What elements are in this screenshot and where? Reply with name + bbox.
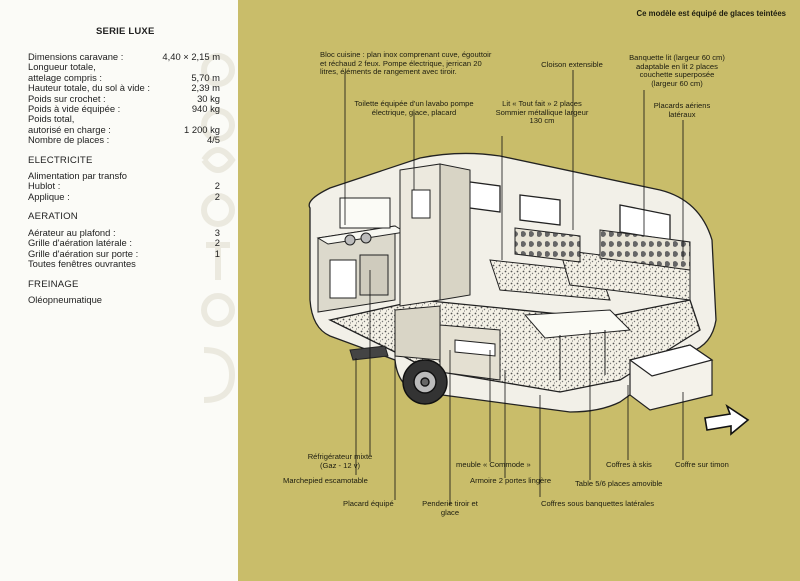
spec-label: Aérateur au plafond : — [28, 227, 116, 238]
spec-label: Hauteur totale, du sol à vide : — [28, 82, 150, 94]
spec-title: SERIE LUXE — [96, 26, 155, 37]
spec-value: 1 200 kg — [184, 123, 220, 135]
callout-penderie: Penderie tiroir et glace — [422, 499, 478, 517]
callout-cloison: Cloison extensible — [541, 60, 603, 69]
spec-row: Aérateur au plafond : 3 — [28, 227, 220, 238]
spec-row: Longueur totale, — [28, 61, 220, 73]
callout-armoire: Armoire 2 portes lingère — [470, 476, 552, 485]
spec-row: Toutes fenêtres ouvrantes — [28, 258, 220, 270]
spec-row: Hauteur totale, du sol à vide : 2,39 m — [28, 82, 220, 94]
spec-row: Oléopneumatique — [28, 294, 220, 305]
wheel — [402, 359, 448, 405]
spec-row: Grille d'aération sur porte : 1 — [28, 247, 220, 259]
spec-label: Applique : — [28, 190, 70, 202]
callout-coffres-banquettes: Coffres sous banquettes latérales — [541, 499, 654, 508]
commode-cabinets — [394, 305, 501, 381]
spec-value: 4,40 × 2,15 m — [162, 51, 220, 62]
spec-panel: SERIE LUXE Dimensions caravane : 4,40 × 2… — [0, 0, 238, 581]
spec-label: Poids sur crochet : — [28, 92, 106, 104]
spec-row: Poids total, — [28, 113, 220, 125]
step — [349, 345, 389, 361]
table — [523, 309, 632, 380]
drawbar-coffer — [628, 344, 714, 411]
spec-value: 2,39 m — [191, 82, 220, 94]
spec-label: Oléopneumatique — [28, 294, 103, 305]
freinage-title: FREINAGE — [28, 279, 79, 290]
spec-row: Grille d'aération latérale : 2 — [28, 237, 220, 249]
spec-label: Grille d'aération latérale : — [28, 237, 132, 249]
spec-row: Dimensions caravane : 4,40 × 2,15 m — [28, 51, 220, 62]
aeration-title: AERATION — [28, 211, 78, 222]
spec-value: 940 kg — [191, 103, 220, 115]
header-note: Ce modèle est équipé de glaces teintées — [636, 9, 787, 18]
electricite-title: ELECTRICITE — [28, 155, 93, 166]
spec-value: 3 — [214, 227, 220, 238]
callout-leaders — [344, 70, 684, 505]
bed-area — [489, 227, 691, 301]
spec-label: Grille d'aération sur porte : — [28, 247, 139, 259]
spec-label: Hublot : — [28, 180, 61, 192]
callout-coffres-skis: Coffres à skis — [606, 460, 652, 469]
callout-banquette: Banquette lit (largeur 60 cm) adaptable … — [629, 53, 725, 88]
callout-coffre-timon: Coffre sur timon — [675, 460, 729, 469]
direction-arrow-icon — [704, 403, 750, 436]
spec-value: 30 kg — [197, 92, 220, 104]
spec-label: Dimensions caravane : — [28, 51, 124, 62]
spec-row: Poids sur crochet : 30 kg — [28, 92, 220, 104]
spec-label: Poids total, — [28, 113, 75, 125]
spec-row: autorisé en charge : 1 200 kg — [28, 123, 220, 135]
callout-refrigerateur: Réfrigérateur mixte (Gaz - 12 v) — [307, 452, 373, 470]
spec-value: 2 — [214, 237, 220, 249]
spec-label: Toutes fenêtres ouvrantes — [28, 258, 136, 270]
spec-label: autorisé en charge : — [28, 123, 111, 135]
spec-row: Applique : 2 — [28, 190, 220, 202]
spec-value: 5,70 m — [191, 71, 220, 83]
spec-value: 4/5 — [206, 134, 220, 146]
spec-label: Alimentation par transfo — [28, 170, 128, 181]
spec-row: Hublot : 2 — [28, 180, 220, 192]
toilet-wardrobe — [399, 163, 471, 307]
callout-table: Table 5/6 places amovible — [575, 479, 663, 488]
spec-label: Poids à vide équipée : — [28, 103, 121, 115]
spec-value: 2 — [214, 190, 220, 202]
spec-value: 1 — [214, 247, 220, 259]
spec-label: attelage compris : — [28, 71, 102, 83]
spec-row: Alimentation par transfo — [28, 170, 220, 181]
callout-marchepied: Marchepied escamotable — [283, 476, 368, 485]
spec-row: Nombre de places : 4/5 — [28, 134, 220, 146]
callout-meuble: meuble « Commode » — [456, 460, 531, 469]
spec-label: Longueur totale, — [28, 61, 96, 73]
callout-lit: Lit « Tout fait » 2 places Sommier métal… — [495, 99, 589, 126]
spec-value: 2 — [214, 180, 220, 192]
kitchen-block — [316, 197, 407, 313]
callout-toilette: Toilette équipée d'un lavabo pompe élect… — [354, 99, 474, 117]
callout-placard-equipe: Placard équipé — [343, 499, 394, 508]
spec-row: Poids à vide équipée : 940 kg — [28, 103, 220, 115]
callout-bloc-cuisine: Bloc cuisine : plan inox comprenant cuve… — [320, 50, 492, 77]
spec-label: Nombre de places : — [28, 134, 110, 146]
freinage-list: Oléopneumatique — [28, 294, 220, 305]
callout-placards: Placards aériens latéraux — [653, 101, 711, 119]
dimensions-list: Dimensions caravane : 4,40 × 2,15 m Longue… — [28, 51, 220, 146]
spec-row: attelage compris : 5,70 m — [28, 71, 220, 83]
